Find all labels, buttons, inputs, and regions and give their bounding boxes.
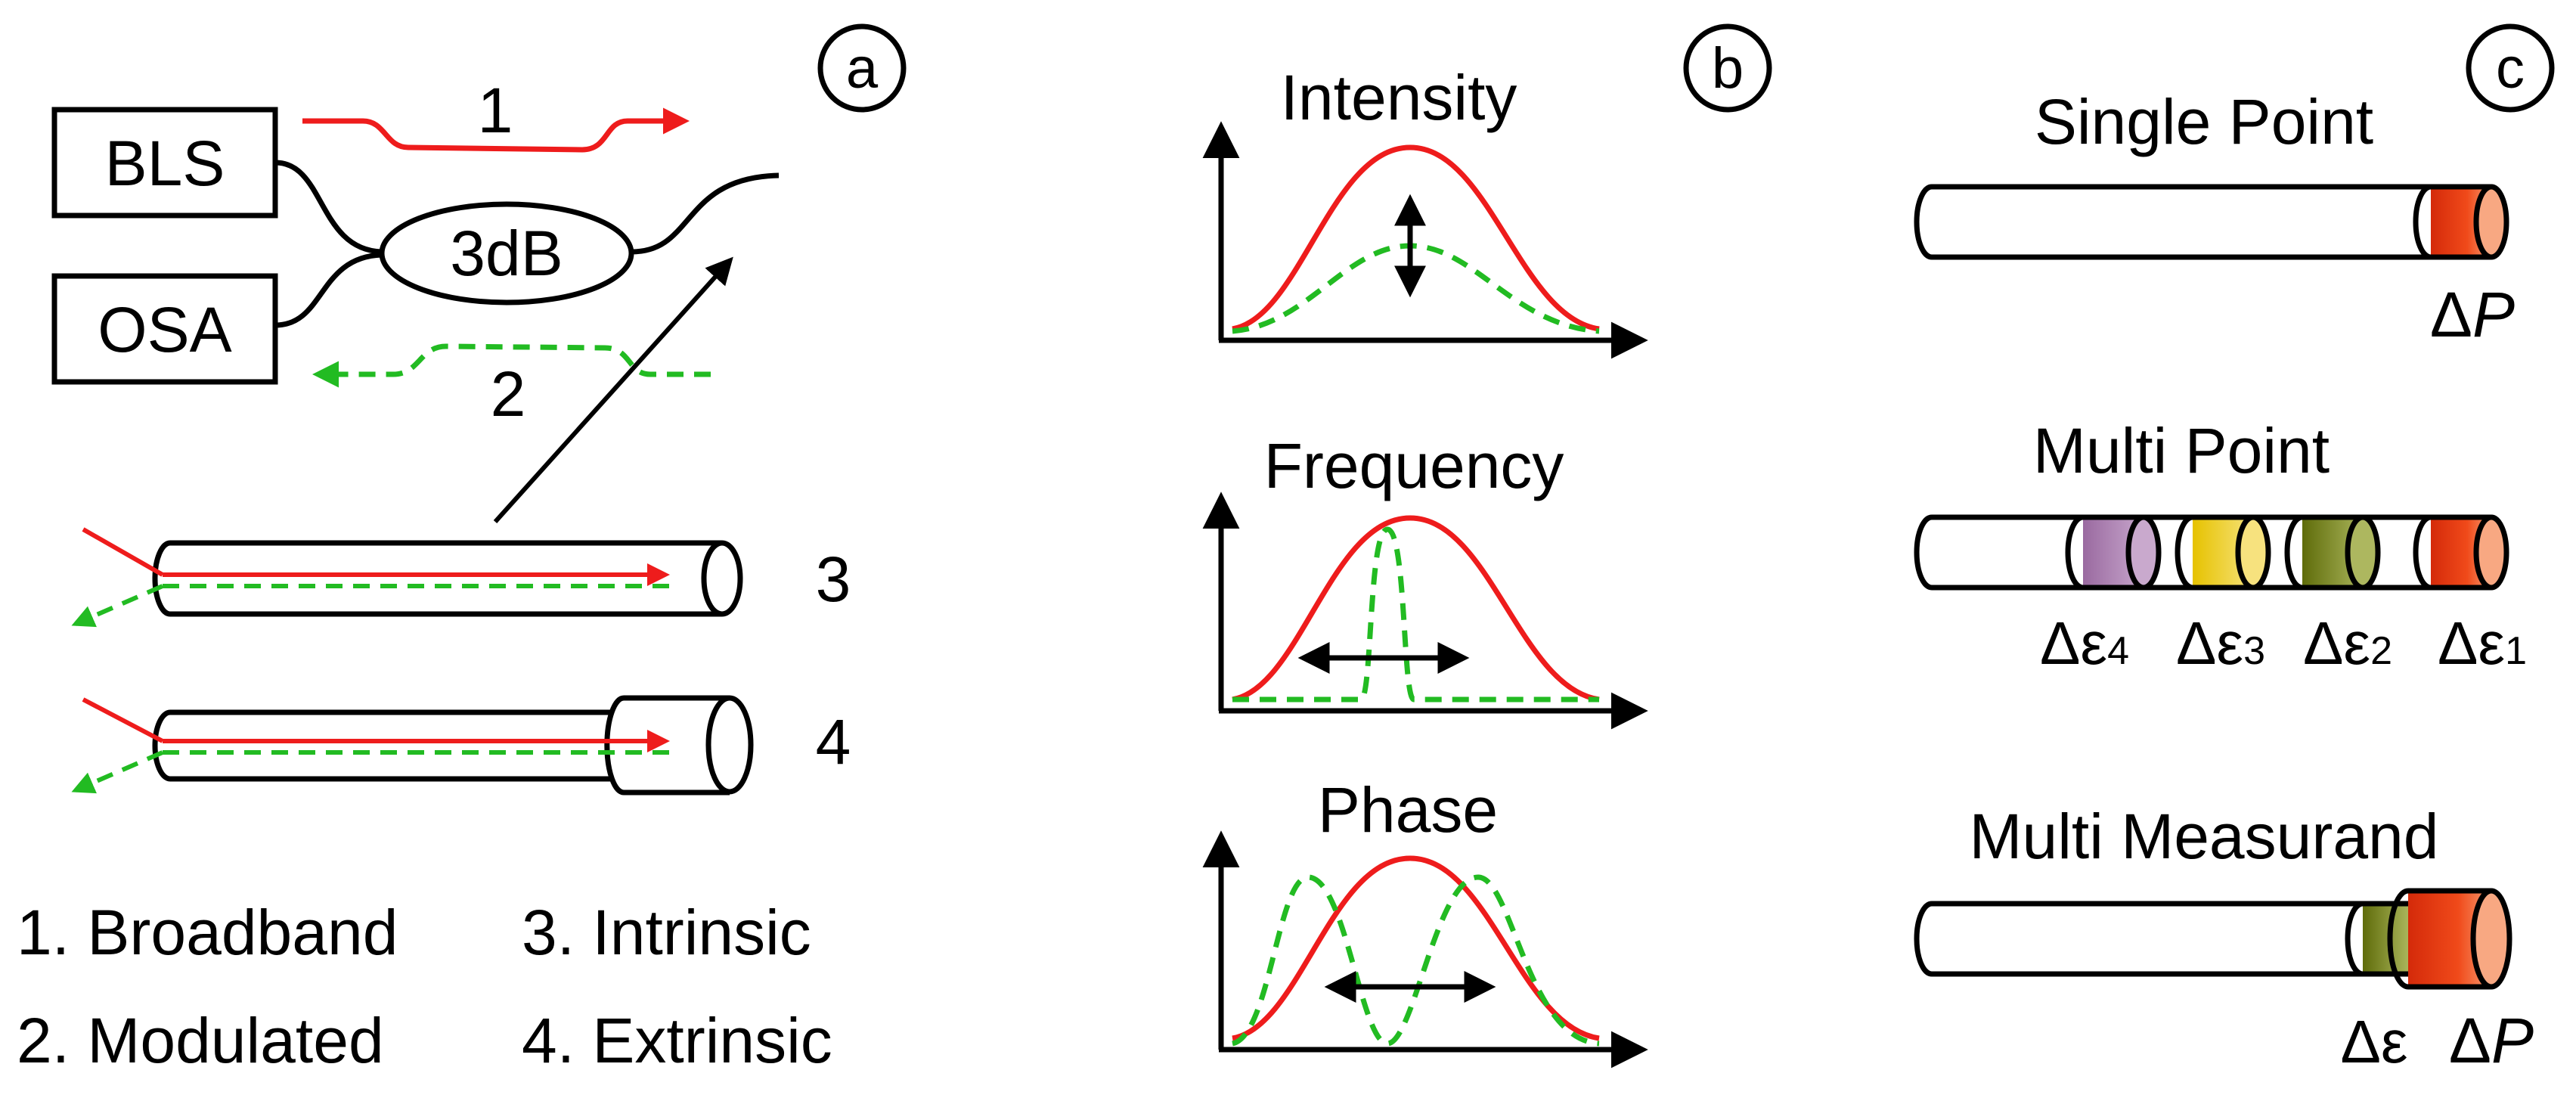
bls-label: BLS: [105, 128, 225, 199]
panel-b-letter: b: [1712, 36, 1744, 101]
extrinsic-sensor: [71, 695, 754, 796]
panel-a-letter: a: [846, 36, 879, 101]
single-point-title: Single Point: [2035, 86, 2373, 157]
output-fiber: [631, 172, 780, 255]
multi-point-title: Multi Point: [2033, 415, 2330, 486]
single-point-pressure-label: ΔP: [2430, 279, 2515, 350]
grating-1-orange: [2413, 514, 2509, 591]
legend-modulated: 2. Modulated: [17, 1005, 384, 1076]
panel-c: c Single Point ΔP Multi Point: [1914, 23, 2555, 1076]
legend-broadband: 1. Broadband: [17, 897, 398, 968]
osa-fiber: [274, 252, 383, 328]
multi-measurand-title: Multi Measurand: [1970, 801, 2439, 872]
strain-1-label: Δε1: [2438, 609, 2527, 677]
intensity-plot: [1202, 121, 1648, 359]
intensity-reference-curve: [1232, 144, 1600, 332]
strain-4-label: Δε4: [2040, 609, 2129, 677]
sensor-4-number: 4: [816, 706, 851, 777]
sensor-3-number: 3: [816, 544, 851, 615]
grating-2-olive: [2284, 514, 2381, 591]
panel-c-letter: c: [2496, 36, 2525, 101]
osa-label: OSA: [98, 294, 231, 365]
broadband-signal-arrow: [302, 107, 690, 153]
frequency-title: Frequency: [1264, 430, 1564, 501]
panel-b-badge: [1683, 23, 1772, 113]
path-1-number: 1: [478, 75, 513, 146]
phase-title: Phase: [1318, 774, 1498, 845]
single-point-fiber: [1914, 184, 2509, 260]
phase-shifted-curve: [1231, 874, 1600, 1047]
osa-box: [51, 273, 278, 385]
multi-measurand-strain-label: Δε: [2340, 1008, 2407, 1075]
multi-point-fiber: [1914, 514, 2509, 591]
coupler-label: 3dB: [450, 218, 563, 289]
multi-measurand-pressure-label: ΔP: [2449, 1005, 2534, 1076]
strain-2-label: Δε2: [2303, 609, 2392, 677]
intensity-title: Intensity: [1281, 62, 1517, 133]
grating-3-yellow: [2175, 514, 2271, 591]
panel-a-badge: [817, 23, 907, 113]
sensor-connector-arrow: [493, 256, 733, 524]
intrinsic-sensor: [71, 527, 743, 628]
bls-box: [51, 107, 278, 219]
modulated-return-arrow: [312, 343, 711, 388]
frequency-shifted-curve: [1232, 526, 1599, 703]
multi-measurand-fiber: [1914, 888, 2512, 990]
path-2-number: 2: [491, 358, 526, 430]
panel-c-badge: [2466, 23, 2555, 113]
panel-a: a BLS OSA 3dB 1 2 3: [17, 23, 907, 1076]
bls-fiber: [274, 160, 383, 255]
frequency-reference-curve: [1232, 515, 1600, 703]
panel-b: b Intensity Frequency Phase: [1202, 23, 1772, 1069]
phase-plot: [1202, 830, 1648, 1069]
legend-intrinsic: 3. Intrinsic: [522, 897, 811, 968]
legend-extrinsic: 4. Extrinsic: [522, 1005, 832, 1076]
frequency-plot: [1202, 492, 1648, 730]
strain-3-label: Δε3: [2176, 609, 2265, 677]
grating-4-purple: [2065, 514, 2162, 591]
phase-reference-curve: [1232, 855, 1600, 1041]
